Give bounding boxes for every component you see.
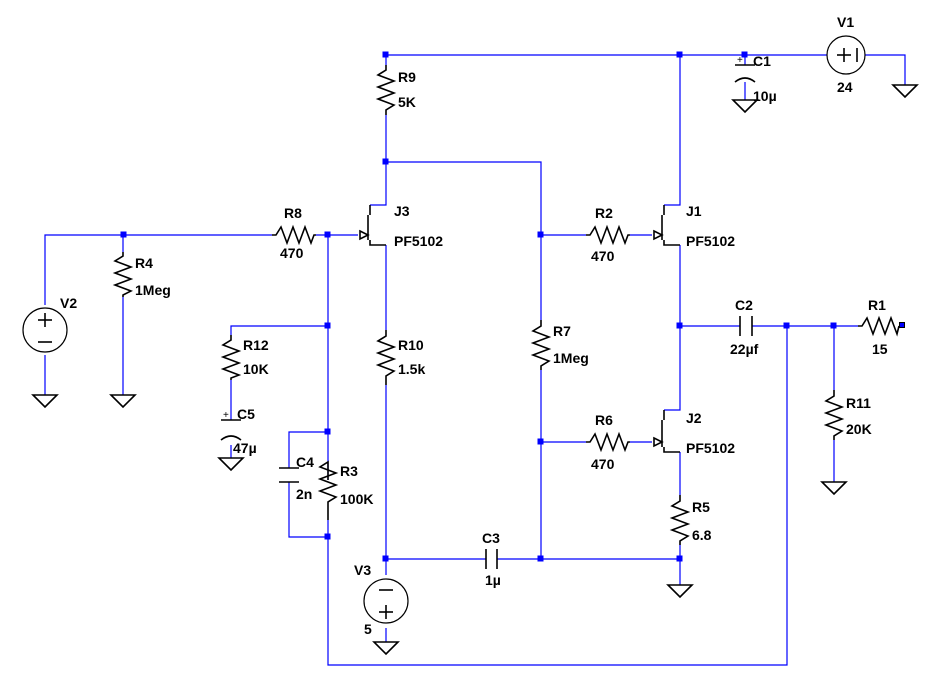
r2-value: 470 bbox=[591, 248, 615, 264]
r12-value: 10K bbox=[243, 361, 269, 377]
v3-name: V3 bbox=[354, 562, 371, 578]
j3-name: J3 bbox=[394, 203, 410, 219]
r9-value: 5K bbox=[398, 94, 416, 110]
c1-plus-sign: + bbox=[737, 55, 743, 66]
ground-icon bbox=[666, 584, 694, 599]
j3-value: PF5102 bbox=[394, 233, 443, 249]
ground-icon bbox=[731, 99, 759, 114]
r10-name: R10 bbox=[398, 337, 424, 353]
jfet-j1[interactable]: J1 PF5102 bbox=[653, 203, 735, 249]
resistor-r3[interactable]: R3 100K bbox=[317, 460, 373, 520]
r9-name: R9 bbox=[398, 69, 416, 85]
resistor-r12[interactable]: R12 10K bbox=[220, 335, 269, 380]
voltage-source-v1[interactable]: V1 24 bbox=[826, 14, 866, 95]
c2-value: 22µf bbox=[730, 341, 759, 357]
c5-value: 47µ bbox=[233, 440, 257, 456]
r6-name: R6 bbox=[595, 412, 613, 428]
c1-name: C1 bbox=[753, 53, 771, 69]
c5-plus-sign: + bbox=[223, 410, 229, 421]
resistor-r4[interactable]: R4 1Meg bbox=[112, 252, 171, 298]
resistor-r8[interactable]: R8 470 bbox=[272, 205, 316, 261]
ground-icon bbox=[217, 457, 245, 472]
capacitor-c2[interactable]: C2 22µf bbox=[730, 297, 759, 357]
voltage-source-v2[interactable]: V2 bbox=[22, 295, 77, 353]
ground-icon bbox=[31, 394, 59, 409]
resistor-r2[interactable]: R2 470 bbox=[586, 205, 630, 264]
r2-name: R2 bbox=[595, 205, 613, 221]
jfet-j3[interactable]: J3 PF5102 bbox=[359, 203, 443, 249]
capacitor-c3[interactable]: C3 1µ bbox=[482, 530, 501, 588]
c4-name: C4 bbox=[296, 454, 314, 470]
c3-name: C3 bbox=[482, 530, 500, 546]
resistor-r6[interactable]: R6 470 bbox=[586, 412, 630, 472]
r1-value: 15 bbox=[872, 341, 888, 357]
jfet-j2[interactable]: J2 PF5102 bbox=[653, 410, 735, 456]
capacitor-c4[interactable]: C4 2n bbox=[279, 454, 314, 502]
r7-name: R7 bbox=[553, 323, 571, 339]
capacitor-c5[interactable]: + C5 47µ bbox=[220, 406, 257, 456]
resistor-r5[interactable]: R5 6.8 bbox=[669, 495, 712, 545]
resistor-r9[interactable]: R9 5K bbox=[375, 65, 416, 115]
j1-value: PF5102 bbox=[686, 233, 735, 249]
ground-icon bbox=[820, 481, 848, 496]
r6-value: 470 bbox=[591, 456, 615, 472]
j2-name: J2 bbox=[686, 410, 702, 426]
v3-value: 5 bbox=[364, 621, 372, 637]
c4-value: 2n bbox=[296, 486, 312, 502]
r5-value: 6.8 bbox=[692, 527, 712, 543]
c5-name: C5 bbox=[237, 406, 255, 422]
resistor-r7[interactable]: R7 1Meg bbox=[530, 320, 589, 370]
resistor-r11[interactable]: R11 20K bbox=[823, 390, 872, 440]
ground-icon bbox=[372, 641, 400, 656]
r4-value: 1Meg bbox=[135, 282, 171, 298]
resistor-r1[interactable]: R1 15 bbox=[858, 297, 900, 357]
r8-value: 470 bbox=[280, 245, 304, 261]
resistor-r10[interactable]: R10 1.5k bbox=[375, 330, 425, 385]
wires bbox=[44, 54, 906, 666]
junction-nodes bbox=[120, 51, 905, 562]
v1-value: 24 bbox=[837, 79, 853, 95]
r5-name: R5 bbox=[692, 499, 710, 515]
c3-value: 1µ bbox=[485, 572, 501, 588]
j2-value: PF5102 bbox=[686, 440, 735, 456]
voltage-source-v3[interactable]: V3 5 bbox=[354, 562, 409, 637]
r12-name: R12 bbox=[243, 337, 269, 353]
c1-value: 10µ bbox=[753, 88, 777, 104]
ground-icon bbox=[109, 394, 137, 409]
r4-name: R4 bbox=[135, 255, 153, 271]
capacitor-c1[interactable]: + C1 10µ bbox=[734, 53, 777, 104]
r3-name: R3 bbox=[340, 463, 358, 479]
v2-name: V2 bbox=[60, 295, 77, 311]
r7-value: 1Meg bbox=[553, 350, 589, 366]
v1-name: V1 bbox=[837, 14, 854, 30]
r1-name: R1 bbox=[868, 297, 886, 313]
j1-name: J1 bbox=[686, 203, 702, 219]
ground-symbols bbox=[31, 84, 919, 656]
r10-value: 1.5k bbox=[398, 361, 425, 377]
ground-icon bbox=[891, 84, 919, 99]
r11-name: R11 bbox=[846, 395, 871, 411]
r8-name: R8 bbox=[284, 205, 302, 221]
c2-name: C2 bbox=[735, 297, 753, 313]
r3-value: 100K bbox=[340, 491, 373, 507]
r11-value: 20K bbox=[846, 421, 872, 437]
